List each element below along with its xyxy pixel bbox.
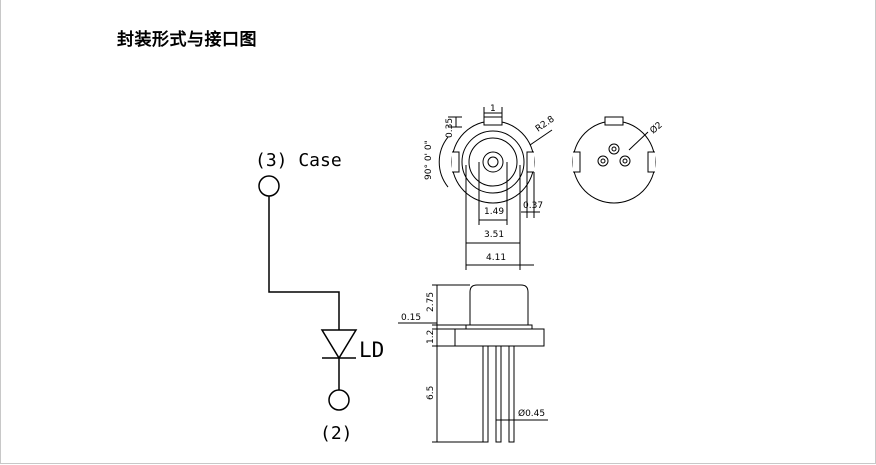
pin2-label: (2) (320, 423, 353, 444)
back-view (572, 116, 656, 204)
diode-triangle (320, 329, 358, 360)
dim-flange: 0.15 (401, 313, 421, 323)
schematic-wire-top (268, 196, 340, 330)
dim-lead-dia: Ø0.45 (518, 408, 545, 419)
front-view (438, 107, 553, 270)
schematic: (3) Case LD (2) (255, 150, 384, 444)
dim-top-width: 1 (490, 104, 496, 114)
dim-notch-depth: 0.35 (445, 118, 455, 138)
dim-radius: R2.8 (534, 114, 557, 134)
dim-base: 1.2 (426, 330, 436, 344)
side-view-labels: 2.75 0.15 1.2 6.5 Ø0.45 (401, 292, 545, 419)
dim-inner: 1.49 (484, 207, 504, 217)
dim-outer: 4.11 (486, 253, 506, 263)
dim-lead-length: 6.5 (426, 386, 436, 400)
pin2-terminal (328, 389, 350, 411)
dim-pin-circle: Ø2 (648, 120, 665, 137)
pin3-terminal (258, 175, 280, 197)
dim-cap-height: 2.75 (426, 292, 436, 312)
pin3-label: (3) Case (255, 150, 342, 171)
dim-gap: 0.37 (523, 201, 543, 211)
dim-mid: 3.51 (484, 230, 504, 240)
page-title: 封装形式与接口图 (117, 30, 257, 50)
side-view (398, 284, 548, 443)
front-view-labels: 1 0.35 R2.8 90° 0' 0" 1.49 0.37 3.51 4.1… (424, 104, 557, 263)
dim-angle: 90° 0' 0" (424, 140, 434, 180)
diode-label: LD (359, 338, 384, 362)
